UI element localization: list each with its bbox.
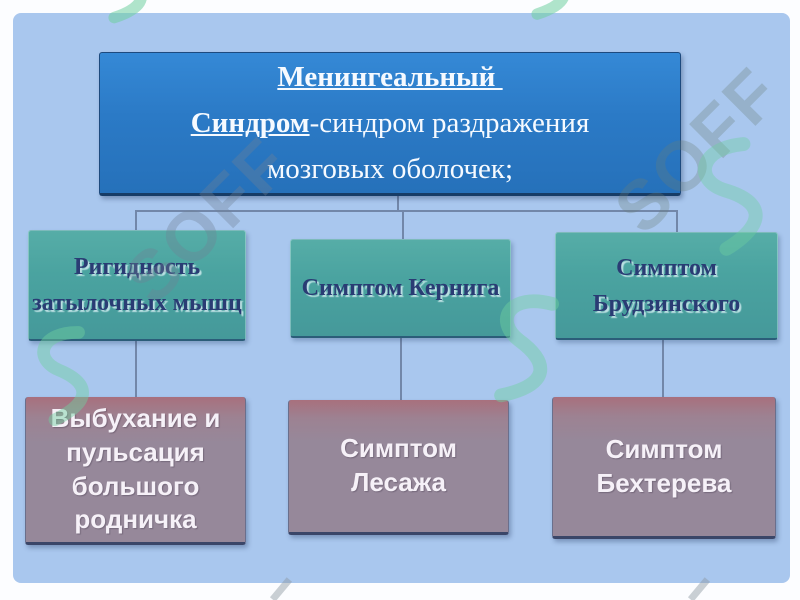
connector-horizontal-bar: [135, 210, 678, 212]
connector-drop-middle: [402, 211, 404, 240]
node-label: Симптом Брудзинского: [592, 254, 741, 317]
node-simptom-brudzinskogo: Симптом Брудзинского: [555, 232, 778, 340]
node-simptom-lesazha: Симптом Лесажа: [288, 400, 509, 535]
connector-left-to-bottom: [135, 341, 137, 398]
node-label: Симптом Лесажа: [340, 433, 457, 497]
title-term-line2: Синдром: [190, 107, 310, 139]
connector-right-to-bottom: [662, 340, 664, 398]
node-rigidnost-zatylochnyh-myshc: Ригидность затылочных мышц: [28, 230, 246, 341]
title-definition: -синдром раздражения: [309, 107, 590, 139]
node-label: Выбухание и пульсация большого родничка: [50, 402, 221, 535]
node-vybuhanie-rodnichka: Выбухание и пульсация большого родничка: [25, 397, 246, 545]
title-definition-line3: мозговых оболочек;: [266, 153, 514, 185]
node-label: Симптом Бехтерева: [596, 433, 732, 498]
diagram-title-text: Менингеальный Синдром-синдром раздражени…: [191, 54, 590, 192]
connector-drop-left: [135, 211, 137, 231]
connector-drop-right: [676, 211, 678, 233]
node-simptom-behtereva: Симптом Бехтерева: [552, 397, 776, 539]
node-label: Ригидность затылочных мышц: [32, 254, 242, 316]
diagram-title-box: Менингеальный Синдром-синдром раздражени…: [99, 52, 681, 196]
connector-title-stem: [397, 196, 399, 211]
node-label: Симптом Кернига: [301, 275, 500, 301]
node-simptom-kerniga: Симптом Кернига: [290, 239, 511, 338]
title-term-line1: Менингеальный: [277, 61, 503, 93]
connector-middle-to-bottom: [400, 338, 402, 401]
